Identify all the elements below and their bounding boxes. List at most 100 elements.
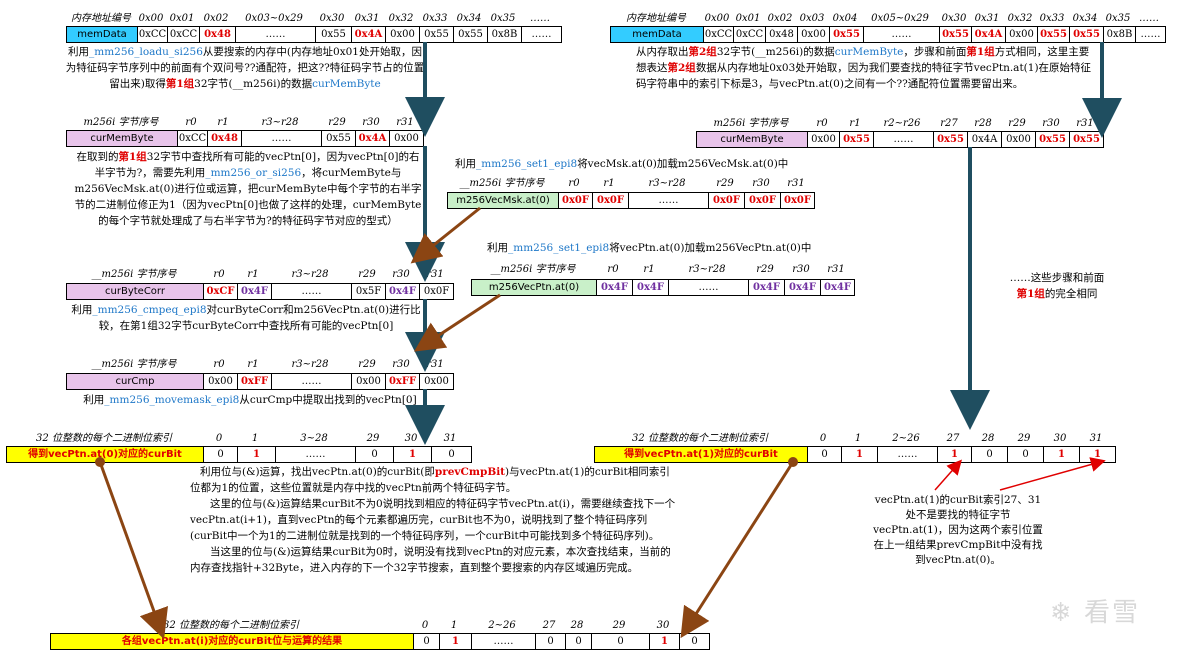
rrow1-cell-3: 0x48 — [765, 27, 797, 42]
row4-cell-2: 0xFF — [237, 374, 271, 389]
row4-cell-1: 0x00 — [203, 374, 237, 389]
row-msk-cell-1: 0x0F — [558, 193, 592, 208]
hdr-row1-label-0: 内存地址编号 — [71, 13, 131, 24]
row-rbits-cell-1: 0 — [807, 447, 841, 462]
hdr-row3-label-5: r30 — [392, 269, 410, 280]
hdr-row1-label-3: 0x02 — [203, 13, 229, 24]
arrow-right-to-final — [680, 461, 795, 639]
row-rbits-cell-6: 0 — [1007, 447, 1043, 462]
row-rbits-cell-5: 0 — [971, 447, 1007, 462]
hdr-row4-label-2: r1 — [247, 359, 259, 370]
row1-cell-7: 0x00 — [385, 27, 419, 42]
hdr-msk-label-3: r3~r28 — [648, 178, 686, 189]
hdr-row1-label-6: 0x31 — [354, 13, 380, 24]
hdr-rbits-label-6: 29 — [1017, 433, 1031, 444]
hdr-final-label-2: 1 — [450, 620, 458, 631]
hdr-rrow1-label-4: 0x03 — [799, 13, 825, 24]
row-bits1-cell-0: 得到vecPtn.at(0)对应的curBit — [7, 447, 203, 462]
rrow2-cell-5: 0x4A — [967, 132, 1001, 147]
row3-cell-6: 0x0F — [419, 284, 453, 299]
hdr-rbits-label-5: 28 — [981, 433, 995, 444]
hdr-rrow2-label-4: r27 — [940, 118, 958, 129]
right-note: vecPtn.at(1)的curBit索引27、31处不是要找的特征字节vecP… — [873, 494, 1043, 566]
rrow1-cell-4: 0x00 — [797, 27, 829, 42]
row4-cell-6: 0x00 — [419, 374, 453, 389]
rrow1-cell-5: 0x55 — [829, 27, 863, 42]
hdr-row3-label-0: __m256i 字节序号 — [91, 269, 177, 280]
hdr-rrow1-label-1: 0x00 — [704, 13, 730, 24]
hdr-row4-label-3: r3~r28 — [291, 359, 329, 370]
row-rbits-cell-8: 1 — [1079, 447, 1115, 462]
row3-cell-4: 0x5F — [351, 284, 385, 299]
rrow1-cell-8: 0x4A — [971, 27, 1005, 42]
snowflake-icon: ❄ — [1049, 598, 1074, 628]
row-ptn-cell-6: 0x4F — [820, 280, 854, 295]
hdr-row2-label-3: r3~r28 — [261, 117, 299, 128]
rrow2-cell-3: …… — [873, 132, 933, 147]
row3-cell-2: 0x4F — [237, 284, 271, 299]
row-msk-cell-2: 0x0F — [592, 193, 628, 208]
rrow1-cell-12: 0x8B — [1103, 27, 1135, 42]
row-final-cell-2: 1 — [439, 634, 471, 649]
hdr-row4-label-1: r0 — [213, 359, 225, 370]
hdr-row4-label-5: r30 — [392, 359, 410, 370]
row1-cell-4: …… — [235, 27, 315, 42]
right-text-load: 从内存取出第2组32字节(__m256i)的数据curMemByte，步骤和前面… — [636, 46, 1092, 90]
hdr-ptn-label-0: __m256i 字节序号 — [490, 264, 576, 275]
row2-cell-6: 0x00 — [389, 131, 423, 146]
hdr-row1-label-8: 0x33 — [422, 13, 448, 24]
row-final-cell-3: …… — [471, 634, 535, 649]
hdr-ptn-label-4: r29 — [756, 264, 774, 275]
hdr-row1-label-11: …… — [530, 13, 550, 24]
row-bits1-cell-1: 0 — [203, 447, 237, 462]
hdr-row3-label-2: r1 — [247, 269, 259, 280]
hdr-row1-label-7: 0x32 — [388, 13, 414, 24]
hdr-rrow2-label-3: r2~r26 — [883, 118, 921, 129]
rrow2-cell-0: curMemByte — [697, 132, 807, 147]
hdr-bits1-label-4: 29 — [366, 433, 380, 444]
hdr-rbits-label-7: 30 — [1053, 433, 1067, 444]
hdr-msk-label-4: r29 — [716, 178, 734, 189]
row-ptn-cell-4: 0x4F — [748, 280, 784, 295]
row2-cell-0: curMemByte — [67, 131, 177, 146]
hdr-rrow1-label-10: 0x33 — [1039, 13, 1065, 24]
hdr-bits1-label-1: 0 — [215, 433, 223, 444]
row-rbits-cell-0: 得到vecPtn.at(1)对应的curBit — [595, 447, 807, 462]
hdr-rrow1-label-9: 0x32 — [1007, 13, 1033, 24]
rrow1-cell-7: 0x55 — [939, 27, 971, 42]
rrow1-cell-1: 0xCC — [703, 27, 733, 42]
row-msk-cell-6: 0x0F — [780, 193, 814, 208]
hdr-bits1-label-0: 32 位整数的每个二进制位索引 — [36, 433, 172, 444]
row1-cell-2: 0xCC — [167, 27, 199, 42]
hdr-final-label-1: 0 — [421, 620, 429, 631]
row-bits1-cell-2: 1 — [237, 447, 275, 462]
row-bits1-cell-4: 0 — [355, 447, 393, 462]
hdr-row1-label-2: 0x01 — [169, 13, 195, 24]
row-final-cell-8: 0 — [679, 634, 709, 649]
row1-cell-10: 0x8B — [487, 27, 521, 42]
left-text-or: 在取到的第1组32字节中查找所有可能的vecPtn[0]，因为vecPtn[0]… — [74, 151, 422, 227]
hdr-final-label-5: 28 — [570, 620, 584, 631]
rrow1-cell-6: …… — [863, 27, 939, 42]
hdr-msk-label-2: r1 — [603, 178, 615, 189]
hdr-rrow2-label-1: r0 — [816, 118, 828, 129]
row-ptn-cell-0: m256VecPtn.at(0) — [472, 280, 596, 295]
row-rbits-cell-7: 1 — [1043, 447, 1079, 462]
hdr-rrow2-label-0: m256i 字节序号 — [713, 118, 789, 129]
row-msk-cell-3: …… — [628, 193, 708, 208]
hdr-row2-label-4: r29 — [328, 117, 346, 128]
hdr-row3-label-4: r29 — [358, 269, 376, 280]
row-rbits-cell-4: 1 — [937, 447, 971, 462]
hdr-row1-label-5: 0x30 — [319, 13, 345, 24]
hdr-row1-label-10: 0x35 — [490, 13, 516, 24]
row4-cell-5: 0xFF — [385, 374, 419, 389]
rrow2-cell-6: 0x00 — [1001, 132, 1035, 147]
hdr-ptn-label-1: r0 — [607, 264, 619, 275]
row-bits1-cell-6: 0 — [431, 447, 471, 462]
row-msk-cell-0: m256VecMsk.at(0) — [448, 193, 558, 208]
hdr-msk-label-1: r0 — [568, 178, 580, 189]
